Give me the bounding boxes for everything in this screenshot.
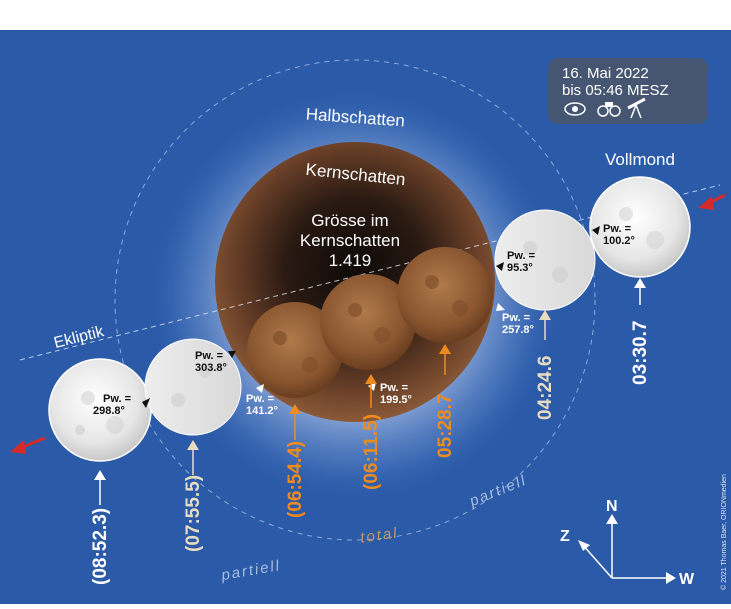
- svg-text:Pw. =: Pw. =: [195, 350, 223, 362]
- time-marker-5: 05:28.7: [435, 344, 456, 458]
- svg-text:(06:54.4): (06:54.4): [285, 441, 306, 518]
- compass-east: Z: [560, 528, 570, 545]
- time-marker-1: (08:52.3): [90, 470, 111, 585]
- pw-label-3: Pw. = 141.2°: [246, 384, 278, 417]
- pw-label-4: Pw. = 199.5°: [368, 382, 412, 406]
- moon-total-2: [320, 274, 416, 370]
- svg-text:03:30.7: 03:30.7: [630, 321, 651, 385]
- time-marker-2: (07:55.5): [183, 440, 204, 552]
- compass-north: N: [606, 498, 618, 515]
- svg-text:100.2°: 100.2°: [603, 235, 635, 247]
- svg-text:05:28.7: 05:28.7: [435, 394, 456, 458]
- moon-full: [589, 176, 691, 278]
- svg-text:Pw. =: Pw. =: [246, 393, 274, 405]
- svg-text:(06:11.5): (06:11.5): [361, 414, 382, 490]
- svg-text:Pw. =: Pw. =: [603, 223, 631, 235]
- eye-icon: [564, 102, 586, 116]
- svg-text:(08:52.3): (08:52.3): [90, 508, 111, 585]
- svg-text:257.8°: 257.8°: [502, 324, 534, 336]
- magnitude-value: 1.419: [329, 251, 372, 270]
- info-box: 16. Mai 2022 bis 05:46 MESZ: [548, 58, 708, 124]
- pw-label-6: Pw. = 95.3°: [496, 250, 535, 274]
- info-until: bis 05:46 MESZ: [562, 82, 669, 99]
- total-label: total: [359, 524, 399, 546]
- ecliptic-line: [19, 184, 721, 361]
- svg-text:303.8°: 303.8°: [195, 362, 227, 374]
- svg-text:141.2°: 141.2°: [246, 405, 278, 417]
- penumbra-boundary: [114, 59, 596, 541]
- moon-partial-end: [144, 338, 242, 436]
- svg-text:95.3°: 95.3°: [507, 262, 533, 274]
- red-arrow-left: [10, 436, 46, 454]
- pw-label-2: Pw. = 303.8°: [195, 350, 236, 374]
- svg-text:Pw. =: Pw. =: [380, 382, 408, 394]
- svg-text:Pw. =: Pw. =: [103, 393, 131, 405]
- svg-text:Pw. =: Pw. =: [502, 312, 530, 324]
- telescope-icon: [627, 97, 646, 119]
- moon-total-1: [247, 302, 343, 398]
- time-marker-4: (06:11.5): [361, 374, 382, 490]
- svg-text:Pw. =: Pw. =: [507, 250, 535, 262]
- magnitude-line1: Grösse im: [311, 211, 388, 230]
- compass: N W Z: [560, 498, 695, 588]
- credit-text: © 2021 Thomas Baer, ORIONmedien: [720, 474, 728, 590]
- magnitude-line2: Kernschatten: [300, 231, 400, 250]
- svg-text:(07:55.5): (07:55.5): [183, 475, 204, 552]
- pw-label-7: Pw. = 100.2°: [592, 223, 635, 247]
- time-marker-3: (06:54.4): [285, 404, 306, 518]
- full-moon-label: Vollmond: [605, 150, 675, 169]
- svg-text:04:24.6: 04:24.6: [535, 356, 556, 420]
- svg-text:298.8°: 298.8°: [93, 405, 125, 417]
- time-marker-7: 03:30.7: [630, 278, 651, 385]
- svg-text:199.5°: 199.5°: [380, 394, 412, 406]
- time-marker-6: 04:24.6: [535, 310, 556, 420]
- pw-label-1: Pw. = 298.8°: [93, 393, 150, 417]
- info-date: 16. Mai 2022: [562, 65, 649, 82]
- moon-total-3: [397, 247, 493, 343]
- pw-label-5: Pw. = 257.8°: [496, 303, 534, 336]
- red-arrow-right: [698, 193, 726, 210]
- compass-west: W: [679, 571, 695, 588]
- binoculars-icon: [597, 102, 621, 117]
